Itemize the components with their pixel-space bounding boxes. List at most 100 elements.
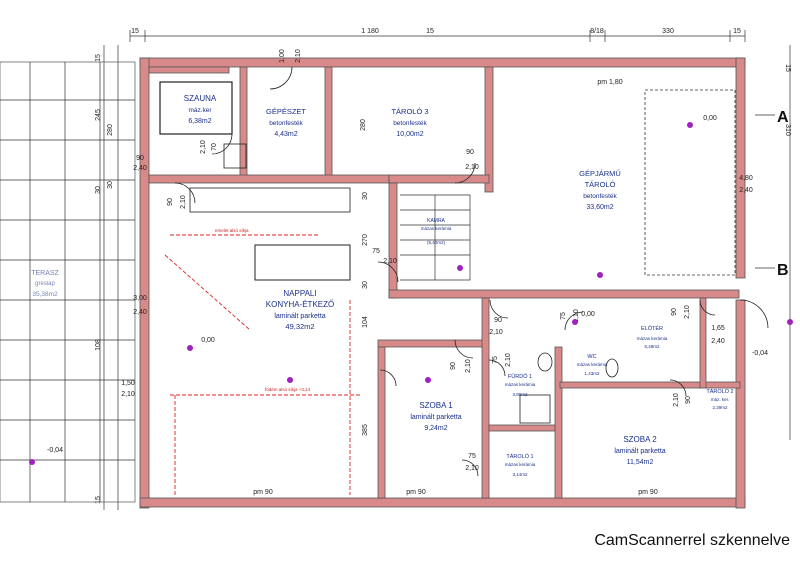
kitchen-island bbox=[254, 244, 351, 281]
room-kamra: KAMRA mázas kerámia (5,40m2) bbox=[421, 218, 452, 245]
scanner-watermark: CamScannerrel szkennelve bbox=[594, 532, 790, 549]
room-nappali-name: NAPPALI bbox=[283, 289, 316, 298]
dim-pm180: pm 1,80 bbox=[597, 79, 622, 86]
room-gepeszet-area: 4,43m2 bbox=[274, 131, 297, 138]
room-garage-area: 33,60m2 bbox=[586, 204, 613, 211]
sauna-door bbox=[211, 133, 233, 155]
room-szoba2-area: 11,54m2 bbox=[627, 459, 654, 466]
door-d10-w: 4,80 bbox=[739, 175, 753, 182]
interior-dims: 280 30 270 30 104 385 pm 1,80 pm 90 pm 9… bbox=[253, 79, 658, 496]
room-tarolo1: TÁROLÓ 1 mázas kerámia 3,14m2 bbox=[505, 453, 536, 477]
door-d12-h: 2,10 bbox=[465, 359, 472, 373]
room-terasz-floor: greslap bbox=[35, 281, 55, 287]
dim-right-310: 310 bbox=[784, 124, 791, 136]
terrace-tiles bbox=[0, 61, 136, 503]
staircase bbox=[400, 194, 471, 281]
note-ceiling2: födém alsó síkja +3,14 bbox=[265, 387, 311, 392]
room-szauna-area: 6,38m2 bbox=[188, 118, 211, 125]
room-tarolo3-area: 10,00m2 bbox=[396, 131, 423, 138]
door-d10-h: 2,40 bbox=[739, 187, 753, 194]
level-garage: 0,00 bbox=[703, 115, 717, 122]
garage-door-outline bbox=[644, 89, 736, 276]
room-kamra-area: (5,40m2) bbox=[427, 240, 446, 245]
room-szoba2-name: SZOBA 2 bbox=[623, 435, 657, 444]
door-d7-h: 2,10 bbox=[489, 329, 503, 336]
left-dimension-chain: 15 280 245 30 30 108 15 bbox=[95, 45, 119, 510]
room-furdo-name: FÜRDŐ 1 bbox=[508, 373, 532, 380]
room-tarolo2-name: TÁROLÓ 2 bbox=[706, 388, 733, 395]
dim-right-15: 15 bbox=[784, 64, 791, 72]
room-szauna-floor: máz.ker bbox=[188, 107, 212, 114]
room-gepeszet: GÉPÉSZET betonfesték 4,43m2 bbox=[266, 107, 306, 138]
door-d15-h: 2,10 bbox=[684, 305, 691, 319]
door-d17-h: 2,10 bbox=[673, 393, 680, 407]
room-eloter: ELŐTÉR mázas kerámia 5,48m2 bbox=[637, 325, 668, 349]
room-szoba1-floor: laminált parketta bbox=[410, 414, 461, 421]
door-d13-h: 2,10 bbox=[505, 353, 512, 367]
room-nappali-floor: laminált parketta bbox=[274, 313, 325, 320]
washbasin bbox=[537, 352, 553, 372]
door-d14-h: 2,10 bbox=[573, 309, 580, 323]
room-wc: WC mázas kerámia 1,43m2 bbox=[577, 354, 608, 376]
sauna-cabin bbox=[159, 81, 233, 135]
note-ceiling1: emelet alsó síkja bbox=[215, 228, 249, 233]
dim-left-280: 280 bbox=[107, 124, 114, 136]
level-nappali: 0,00 bbox=[201, 337, 215, 344]
door-d6-h: 2,10 bbox=[383, 258, 397, 265]
room-kamra-floor: mázas kerámia bbox=[421, 226, 452, 231]
door-d14-w: 75 bbox=[560, 312, 567, 320]
dim-mid-385: 385 bbox=[362, 424, 369, 436]
section-b: B bbox=[777, 262, 789, 279]
room-tarolo2-floor: máz. ker. bbox=[711, 397, 729, 402]
door-d8-w: 3,00 bbox=[133, 295, 147, 302]
room-wc-name: WC bbox=[587, 354, 596, 360]
room-eloter-floor: mázas kerámia bbox=[637, 336, 668, 341]
room-szoba1-name: SZOBA 1 bbox=[419, 401, 453, 410]
room-tarolo1-name: TÁROLÓ 1 bbox=[506, 453, 533, 460]
level-eloter: 0,00 bbox=[581, 311, 595, 318]
door-d8-h: 2,40 bbox=[133, 309, 147, 316]
room-kamra-name: KAMRA bbox=[427, 218, 445, 224]
room-terasz-name: TERASZ bbox=[31, 270, 59, 277]
door-d5-w: 90 bbox=[167, 198, 174, 206]
right-dimension-chain: 15 310 bbox=[784, 45, 791, 440]
room-wc-floor: mázas kerámia bbox=[577, 362, 608, 367]
door-d16-h: 2,10 bbox=[465, 465, 479, 472]
room-wc-area: 1,43m2 bbox=[584, 371, 600, 376]
level-right: -0,04 bbox=[752, 350, 768, 357]
door-d3-h: 2,40 bbox=[133, 165, 147, 172]
room-terasz: TERASZ greslap 35,38m2 bbox=[31, 270, 59, 298]
door-d11-w: 1,65 bbox=[711, 325, 725, 332]
dim-mid-104: 104 bbox=[362, 316, 369, 328]
room-eloter-name: ELŐTÉR bbox=[641, 325, 663, 332]
dim-top-15a: 15 bbox=[131, 28, 139, 35]
room-szoba1: SZOBA 1 laminált parketta 9,24m2 bbox=[410, 401, 461, 432]
room-szauna-name: SZAUNA bbox=[184, 94, 217, 103]
room-furdo-floor: mázas kerámia bbox=[505, 382, 536, 387]
door-d9-w: 1,50 bbox=[121, 380, 135, 387]
room-terasz-area: 35,38m2 bbox=[32, 291, 58, 298]
section-markers: A B bbox=[755, 109, 789, 279]
door-swings bbox=[174, 66, 769, 477]
dim-mid-270: 270 bbox=[362, 234, 369, 246]
dim-left-245: 245 bbox=[95, 109, 102, 121]
door-d4-h: 2,10 bbox=[200, 140, 207, 154]
level-marks: 0,00 0,00 0,00 -0,04 -0,04 bbox=[47, 115, 768, 454]
room-tarolo3: TÁROLÓ 3 betonfesték 10,00m2 bbox=[391, 107, 428, 138]
dim-pm90b: pm 90 bbox=[406, 489, 426, 496]
door-d12-w: 90 bbox=[450, 362, 457, 370]
room-eloter-area: 5,48m2 bbox=[644, 344, 660, 349]
exterior-walls bbox=[139, 57, 746, 509]
room-tarolo1-area: 3,14m2 bbox=[512, 472, 528, 477]
dim-pm90a: pm 90 bbox=[253, 489, 273, 496]
room-garage-name: GÉPJÁRMŰ bbox=[579, 169, 621, 178]
room-tarolo3-floor: betonfesték bbox=[393, 120, 427, 127]
room-gepeszet-floor: betonfesték bbox=[269, 120, 303, 127]
door-d9-h: 2,10 bbox=[121, 391, 135, 398]
door-d4-w: 70 bbox=[211, 143, 218, 151]
level-terasz: -0,04 bbox=[47, 447, 63, 454]
door-d6-w: 75 bbox=[372, 248, 380, 255]
shower-tray bbox=[223, 143, 247, 169]
room-garage: GÉPJÁRMŰ TÁROLÓ betonfesték 33,60m2 bbox=[579, 169, 621, 211]
wc-bowl bbox=[605, 358, 619, 378]
